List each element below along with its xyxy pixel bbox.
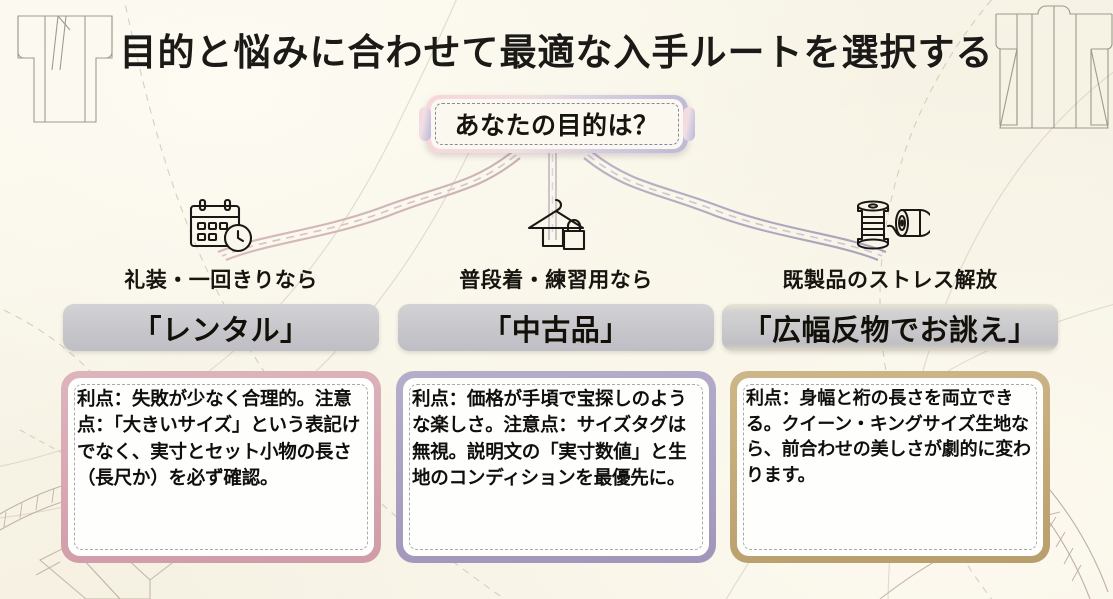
route-option-used[interactable]: 「中古品」 — [398, 304, 714, 351]
route-description-used: 利点：価格が手頃で宝探しのような楽しさ。注意点：サイズタグは無視。説明文の「実寸… — [412, 388, 687, 488]
card-dashed-border — [74, 384, 368, 550]
question-bubble-inner — [430, 99, 683, 149]
route-label-rental: 礼装・一回きりなら — [124, 269, 318, 292]
question-bubble: あなたの目的は？ — [418, 95, 695, 153]
route-description-rental: 利点：失敗が少なく合理的。注意点：「大きいサイズ」という表記けでなく、実寸とセッ… — [77, 388, 360, 488]
card-inner-surface — [68, 378, 374, 556]
hanger-bag-icon — [386, 196, 726, 258]
route-description-fabric: 利点：身幅と裄の長さを両立できる。クイーン・キングサイズ生地なら、前合わせの美し… — [746, 388, 1031, 485]
question-bubble-dashed-border — [434, 103, 679, 145]
card-dashed-border — [743, 384, 1037, 550]
route-column-fabric: 既製品のストレス解放 「広幅反物でお誂え」 利点：身幅と裄の長さを両立できる。ク… — [720, 196, 1060, 563]
card-dashed-border — [409, 384, 703, 550]
calendar-clock-icon — [51, 196, 391, 258]
thread-spool-fabric-roll-icon — [720, 196, 1060, 258]
route-label-used: 普段着・練習用なら — [459, 269, 653, 292]
route-detail-card-used: 利点：価格が手頃で宝探しのような楽しさ。注意点：サイズタグは無視。説明文の「実寸… — [396, 371, 716, 563]
page-title: 目的と悩みに合わせて最適な入手ルートを選択する — [119, 33, 994, 74]
card-inner-surface — [403, 378, 709, 556]
question-text: あなたの目的は？ — [454, 112, 659, 140]
route-columns: 礼装・一回きりなら 「レンタル」 利点：失敗が少なく合理的。注意点：「大きいサイ… — [0, 196, 1113, 596]
card-inner-surface — [737, 378, 1043, 556]
route-option-rental[interactable]: 「レンタル」 — [63, 304, 379, 351]
route-detail-card-fabric: 利点：身幅と裄の長さを両立できる。クイーン・キングサイズ生地なら、前合わせの美し… — [730, 371, 1050, 563]
route-column-used: 普段着・練習用なら 「中古品」 利点：価格が手頃で宝探しのような楽しさ。注意点：… — [386, 196, 726, 563]
route-label-fabric: 既製品のストレス解放 — [782, 269, 998, 292]
route-column-rental: 礼装・一回きりなら 「レンタル」 利点：失敗が少なく合理的。注意点：「大きいサイ… — [51, 196, 391, 563]
route-detail-card-rental: 利点：失敗が少なく合理的。注意点：「大きいサイズ」という表記けでなく、実寸とセッ… — [61, 371, 381, 563]
route-option-fabric[interactable]: 「広幅反物でお誂え」 — [722, 304, 1058, 351]
